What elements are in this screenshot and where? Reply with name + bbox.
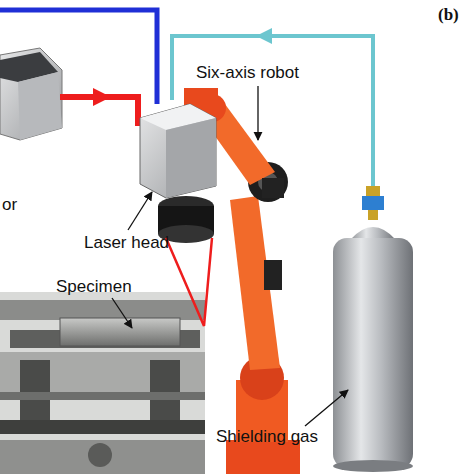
laser-beam [166,238,212,326]
gas-cylinder [333,186,413,472]
part-label: Specimen [56,278,132,297]
part-label: Shielding gas [216,428,318,447]
leader-line [128,192,152,230]
control-cable [0,10,157,104]
leader-line [257,86,258,140]
leader-line [305,390,348,426]
part-label: Six-axis robot [196,64,299,83]
laser-generator [0,48,62,140]
leader-line [112,298,132,328]
specimen-photo [0,292,205,474]
laser-head [140,104,216,243]
hose-arrow [256,28,272,44]
part-label: Laser head [84,234,169,253]
panel-letter: (b) [438,6,459,25]
fiber-arrow [93,88,111,106]
cropped-label: or [2,196,17,215]
